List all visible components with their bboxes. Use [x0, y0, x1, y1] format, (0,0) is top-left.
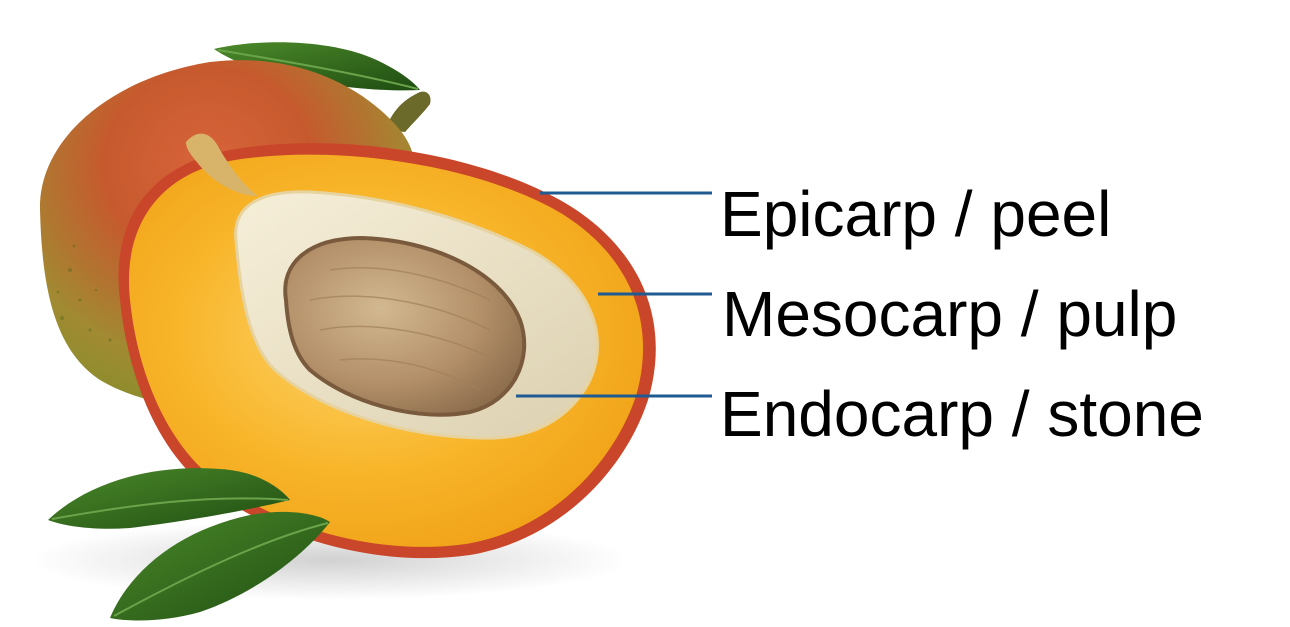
mesocarp-label: Mesocarp / pulp — [722, 282, 1177, 346]
endocarp-label: Endocarp / stone — [720, 382, 1204, 446]
epicarp-label: Epicarp / peel — [720, 182, 1111, 246]
